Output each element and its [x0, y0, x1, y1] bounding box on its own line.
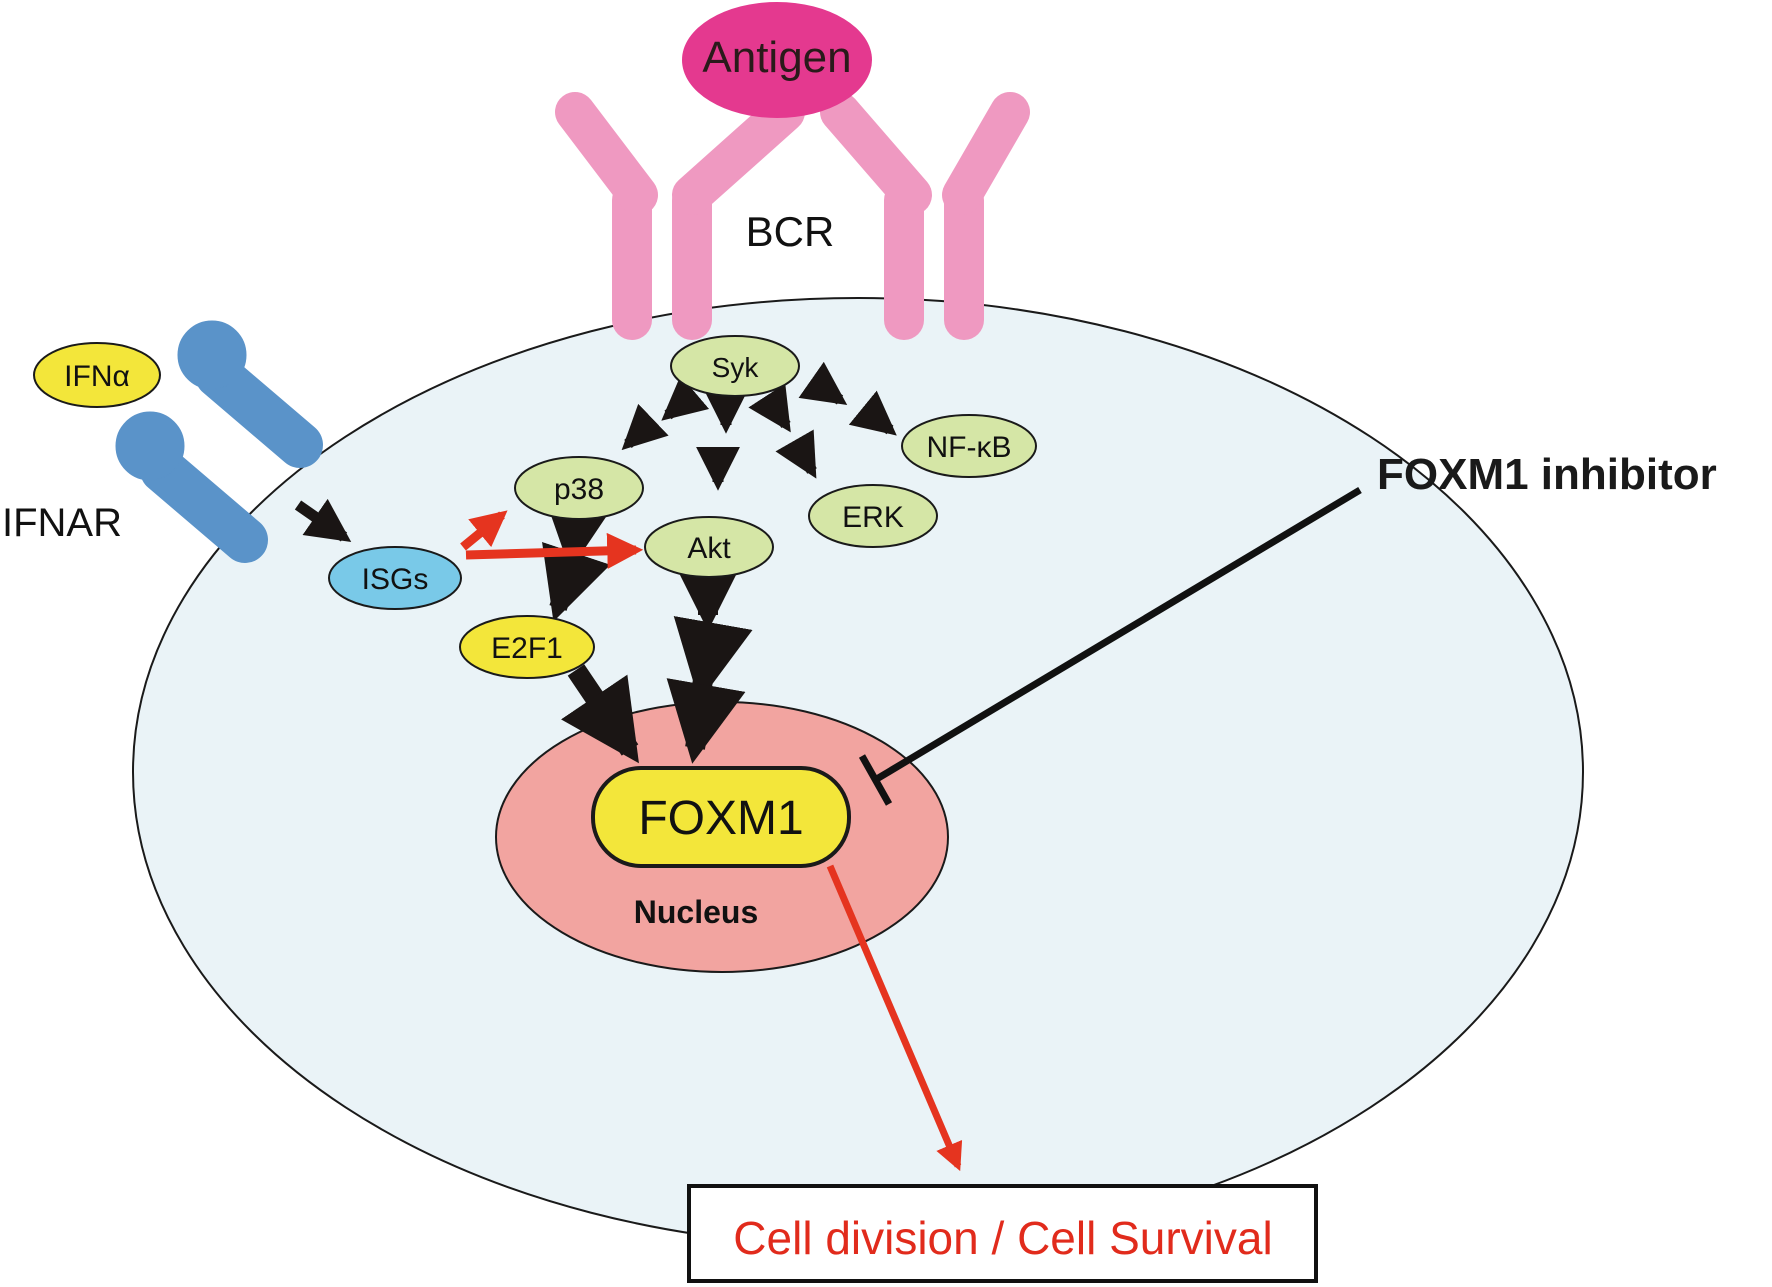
black-arrows — [294, 361, 897, 764]
ifna-node — [33, 342, 161, 408]
bcr-label: BCR — [746, 208, 835, 255]
arrow-syk-nfkb-1 — [798, 361, 848, 406]
arrow-syk-left — [661, 375, 710, 421]
red-arrows — [460, 510, 963, 1172]
arrow-syk-erk-1 — [748, 383, 791, 433]
arrow-akt-nucleus-2 — [673, 616, 753, 702]
akt-label: Akt — [687, 532, 731, 565]
arrow-syk-p38 — [621, 403, 669, 451]
e2f1-label: E2F1 — [491, 632, 563, 665]
arrow-p38-e2f1-2 — [542, 541, 611, 622]
ifna-label: IFNα — [64, 360, 130, 393]
arrow-syk-nfkb-2 — [848, 390, 897, 436]
arrow-isgs-akt — [465, 532, 644, 569]
syk-label: Syk — [712, 352, 760, 383]
nfkb-label: NF-κB — [927, 431, 1012, 464]
akt-node — [644, 516, 774, 578]
outcome-box — [687, 1184, 1318, 1283]
antigen-shape — [682, 2, 872, 118]
arrow-e2f1-foxm1 — [561, 664, 639, 764]
isgs-label: ISGs — [362, 563, 429, 596]
foxm1-node — [591, 766, 851, 868]
ifnar-label: IFNAR — [2, 501, 122, 545]
isgs-node — [328, 546, 462, 610]
outcome-label: Cell division / Cell Survival — [733, 1212, 1272, 1264]
arrow-nucleus-foxm1 — [666, 678, 746, 764]
ifnar-receptor — [115, 320, 323, 563]
inhibitor-line — [858, 486, 1362, 806]
antigen-label: Antigen — [702, 33, 851, 82]
foxm1-inhibitor-label: FOXM1 inhibitor — [1377, 450, 1717, 499]
arrow-foxm1-outcome — [826, 864, 963, 1172]
syk-node — [670, 335, 800, 397]
p38-label: p38 — [554, 473, 604, 506]
arrow-isgs-p38 — [460, 510, 508, 551]
nucleus-label: Nucleus — [634, 894, 758, 930]
p38-node — [514, 456, 644, 520]
erk-label: ERK — [842, 501, 904, 534]
foxm1-label: FOXM1 — [638, 792, 803, 845]
arrow-ifnar-isgs — [294, 498, 352, 543]
e2f1-node — [459, 615, 595, 679]
bcr-receptor — [555, 92, 1030, 340]
arrow-syk-erk-2 — [775, 429, 817, 479]
nfkb-node — [901, 414, 1037, 478]
erk-node — [808, 484, 938, 548]
